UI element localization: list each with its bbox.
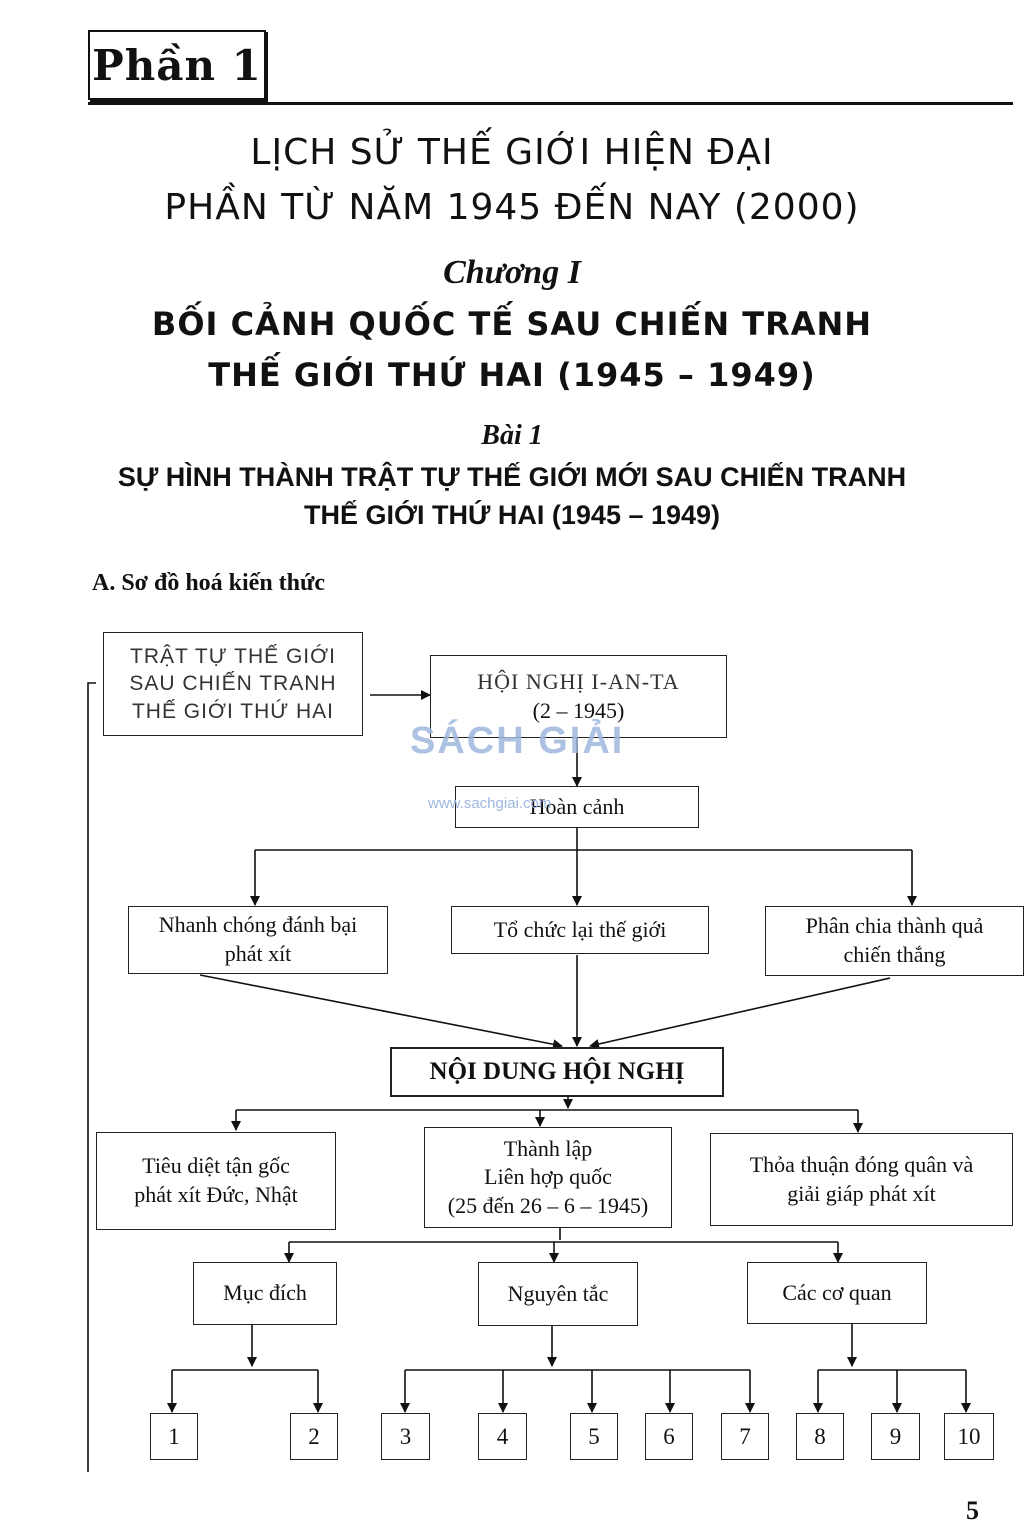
context-item-1-line1: Nhanh chóng đánh bại — [158, 912, 358, 938]
context-item-reorganize-world: Tổ chức lại thế giới — [451, 906, 709, 954]
conference-date: (2 – 1945) — [532, 697, 625, 723]
content-item-1-line1: Tiêu diệt tận gốc — [142, 1153, 290, 1179]
content-item-destroy-fascism: Tiêu diệt tận gốc phát xít Đức, Nhật — [96, 1132, 336, 1230]
number-box-3: 3 — [381, 1413, 430, 1460]
number-2: 2 — [308, 1423, 320, 1449]
watermark-logo: SÁCH GIẢI — [410, 720, 625, 762]
content-item-2-line3: (25 đến 26 – 6 – 1945) — [447, 1192, 649, 1218]
conference-name: HỘI NGHỊ I-AN-TA — [477, 668, 680, 694]
number-1: 1 — [168, 1423, 180, 1449]
number-box-4: 4 — [478, 1413, 527, 1460]
conference-box: HỘI NGHỊ I-AN-TA (2 – 1945) — [430, 655, 727, 738]
un-item-organs-label: Các cơ quan — [782, 1279, 892, 1305]
lesson-title-line2: THẾ GIỚI THỨ HAI (1945 – 1949) — [303, 500, 721, 530]
context-box: Hoàn cảnh — [455, 786, 699, 828]
number-box-6: 6 — [645, 1413, 693, 1460]
context-item-3-line1: Phân chia thành quả — [805, 913, 984, 939]
number-box-10: 10 — [944, 1413, 994, 1460]
context-item-3-line2: chiến thắng — [843, 942, 946, 967]
lesson-label: Bài 1 — [481, 420, 543, 451]
header-rule — [88, 102, 1013, 105]
part-label: Phần 1 — [88, 30, 266, 100]
context-item-2-line1: Tổ chức lại thế giới — [493, 916, 667, 942]
context-item-1-line2: phát xít — [224, 941, 292, 966]
main-title-line1: LỊCH SỬ THẾ GIỚI HIỆN ĐẠI — [250, 132, 774, 173]
un-item-principles: Nguyên tắc — [478, 1262, 638, 1326]
context-item-divide-spoils: Phân chia thành quả chiến thắng — [765, 906, 1024, 976]
root-line1: TRẬT TỰ THẾ GIỚI — [130, 645, 336, 669]
content-label: NỘI DUNG HỘI NGHỊ — [429, 1057, 685, 1085]
number-8: 8 — [814, 1423, 826, 1449]
number-box-1: 1 — [150, 1413, 198, 1460]
watermark-url: www.sachgiai.com — [428, 795, 552, 812]
number-6: 6 — [663, 1423, 675, 1449]
content-item-1-line2: phát xít Đức, Nhật — [134, 1182, 298, 1207]
number-box-8: 8 — [796, 1413, 844, 1460]
chapter-title-line1: BỐI CẢNH QUỐC TẾ SAU CHIẾN TRANH — [151, 305, 873, 343]
content-item-2-line1: Thành lập — [503, 1135, 593, 1161]
content-item-found-un: Thành lập Liên hợp quốc (25 đến 26 – 6 –… — [424, 1127, 672, 1228]
content-item-2-line2: Liên hợp quốc — [484, 1164, 612, 1190]
root-line3: THẾ GIỚI THỨ HAI — [131, 699, 335, 723]
un-item-purpose-label: Mục đích — [223, 1280, 307, 1306]
page-number: 5 — [966, 1496, 979, 1525]
number-box-9: 9 — [871, 1413, 920, 1460]
number-3: 3 — [399, 1423, 412, 1449]
number-7: 7 — [739, 1423, 751, 1449]
content-box: NỘI DUNG HỘI NGHỊ — [390, 1047, 724, 1097]
un-item-purpose: Mục đích — [193, 1262, 337, 1325]
root-box: TRẬT TỰ THẾ GIỚI SAU CHIẾN TRANH THẾ GIỚ… — [103, 632, 363, 736]
content-item-3-line2: giải giáp phát xít — [787, 1180, 936, 1206]
number-4: 4 — [496, 1423, 509, 1449]
lesson-title-line1: SỰ HÌNH THÀNH TRẬT TỰ THẾ GIỚI MỚI SAU C… — [117, 462, 907, 492]
number-box-5: 5 — [570, 1413, 618, 1460]
content-item-3-line1: Thỏa thuận đóng quân và — [749, 1151, 974, 1177]
number-5: 5 — [588, 1423, 600, 1449]
chapter-title-line2: THẾ GIỚI THỨ HAI (1945 – 1949) — [208, 356, 816, 394]
number-box-7: 7 — [721, 1413, 769, 1460]
section-heading: A. Sơ đồ hoá kiến thức — [92, 570, 326, 596]
un-item-principles-label: Nguyên tắc — [507, 1280, 609, 1306]
number-box-2: 2 — [290, 1413, 338, 1460]
chapter-label: Chương I — [443, 254, 581, 291]
number-10: 10 — [957, 1423, 981, 1449]
context-item-defeat-fascism: Nhanh chóng đánh bại phát xít — [128, 906, 388, 974]
root-line2: SAU CHIẾN TRANH — [129, 672, 337, 696]
main-title-line2: PHẦN TỪ NĂM 1945 ĐẾN NAY (2000) — [164, 187, 860, 228]
number-9: 9 — [889, 1423, 902, 1449]
context-label: Hoàn cảnh — [529, 793, 625, 819]
un-item-organs: Các cơ quan — [747, 1262, 927, 1324]
content-item-troop-agreement: Thỏa thuận đóng quân và giải giáp phát x… — [710, 1133, 1013, 1226]
